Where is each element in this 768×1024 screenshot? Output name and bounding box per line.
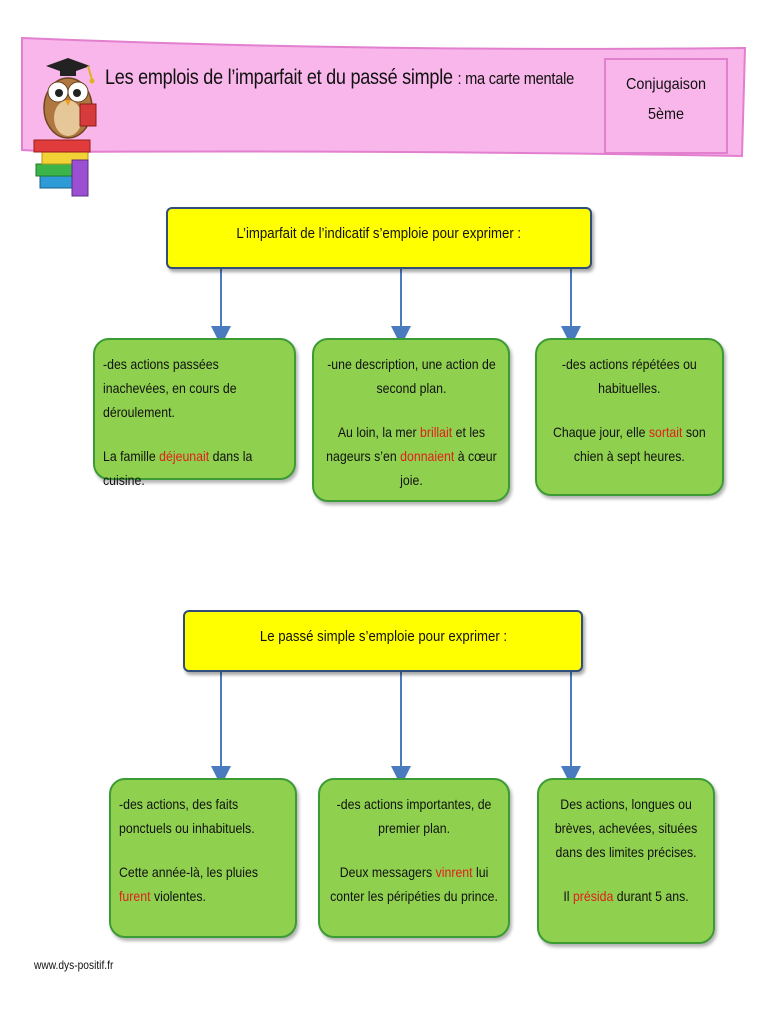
imparfait-rule-3: -des actions répétées ou habituelles. xyxy=(562,356,697,396)
imparfait-example-2: Au loin, la mer brillait et les nageurs … xyxy=(325,424,497,488)
title-subtitle: : ma carte mentale xyxy=(457,69,575,88)
passe-simple-heading-box: Le passé simple s’emploie pour exprimer … xyxy=(183,610,583,672)
verb-highlight: furent xyxy=(119,888,151,904)
subject-tag: Conjugaison 5ème xyxy=(604,58,728,154)
passe-simple-rule-1: -des actions, des faits ponctuels ou inh… xyxy=(119,796,255,836)
passe-simple-rule-2: -des actions importantes, de premier pla… xyxy=(336,796,492,836)
page-title: Les emplois de l’imparfait et du passé s… xyxy=(105,66,574,90)
passe-simple-rule-3: Des actions, longues ou brèves, achevées… xyxy=(554,796,698,860)
header-banner xyxy=(21,36,747,197)
imparfait-rule-2: -une description, une action de second p… xyxy=(326,356,496,396)
passe-simple-example-1: Cette année-là, les pluies furent violen… xyxy=(119,864,259,904)
imparfait-example-1: La famille déjeunait dans la cuisine. xyxy=(103,448,253,488)
verb-highlight: déjeunait xyxy=(159,448,210,464)
grade-label: 5ème xyxy=(647,106,685,123)
title-main: Les emplois de l’imparfait et du passé s… xyxy=(105,66,453,89)
verb-highlight: présida xyxy=(572,888,614,904)
subject-label: Conjugaison xyxy=(625,76,707,93)
imparfait-box-2: -une description, une action de second p… xyxy=(312,338,510,502)
verb-highlight: brillait xyxy=(419,424,452,440)
passe-simple-box-2: -des actions importantes, de premier pla… xyxy=(318,778,510,938)
imparfait-heading-box: L’imparfait de l’indicatif s’emploie pou… xyxy=(166,207,592,269)
imparfait-example-3: Chaque jour, elle sortait son chien à se… xyxy=(553,424,706,464)
verb-highlight: donnaient xyxy=(399,448,454,464)
imparfait-box-3: -des actions répétées ou habituelles. Ch… xyxy=(535,338,724,496)
passe-simple-example-3: Il présida durant 5 ans. xyxy=(563,888,689,904)
verb-highlight: sortait xyxy=(649,424,683,440)
owl-mascot-icon xyxy=(33,58,97,197)
imparfait-heading: L’imparfait de l’indicatif s’emploie pou… xyxy=(236,225,522,242)
passe-simple-box-3: Des actions, longues ou brèves, achevées… xyxy=(537,778,715,944)
imparfait-rule-1: -des actions passées inachevées, en cour… xyxy=(103,356,237,420)
passe-simple-box-1: -des actions, des faits ponctuels ou inh… xyxy=(109,778,297,938)
verb-highlight: vinrent xyxy=(435,864,473,880)
passe-simple-heading: Le passé simple s’emploie pour exprimer … xyxy=(259,628,507,645)
imparfait-box-1: -des actions passées inachevées, en cour… xyxy=(93,338,296,488)
site-url[interactable]: www.dys-positif.fr xyxy=(34,958,114,972)
passe-simple-example-2: Deux messagers vinrent lui conter les pé… xyxy=(330,864,498,904)
